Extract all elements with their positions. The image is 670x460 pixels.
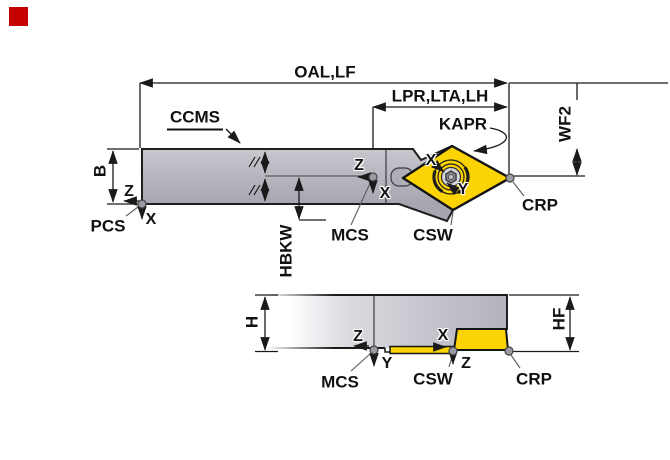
- label-kapr: KAPR: [438, 114, 488, 134]
- red-square-marker: [9, 7, 28, 26]
- wf2-dimension: [514, 83, 585, 177]
- clamp-screw: [432, 158, 470, 196]
- mcs-bottom-axis-z: Z: [353, 328, 363, 345]
- dim-label-wf2: WF2: [555, 106, 575, 142]
- dim-label-hbkw: HBKW: [276, 224, 296, 278]
- csw-axis-z: Z: [461, 355, 471, 372]
- insert-side-block: [452, 328, 510, 351]
- pcs-axis-x: X: [145, 211, 157, 228]
- mcs-bottom-axis-y: Y: [381, 355, 393, 372]
- lpr-dimension: [372, 102, 508, 148]
- insert-axis-x: X: [425, 152, 437, 169]
- label-pcs: PCS: [90, 216, 126, 236]
- label-crp-bottom: CRP: [516, 369, 552, 389]
- mcs-top-axis-z: Z: [354, 157, 364, 174]
- label-csw-bottom: CSW: [413, 369, 453, 389]
- csw-marker-bottom: [433, 342, 458, 368]
- mcs-top-axis-x: X: [379, 185, 391, 202]
- insert-axis-y: Y: [457, 181, 469, 198]
- ccms-text: CCMS: [166, 107, 224, 131]
- label-mcs-bottom: MCS: [321, 372, 359, 392]
- label-ccms: CCMS: [166, 107, 224, 131]
- hf-dimension: [509, 294, 579, 353]
- dim-label-lpr: LPR,LTA,LH: [391, 86, 489, 106]
- label-mcs-top: MCS: [331, 225, 369, 245]
- insert-axis-pointers: [431, 160, 460, 195]
- label-csw-top: CSW: [413, 225, 453, 245]
- b-dimension: [107, 148, 139, 205]
- csw-leader-top: [450, 211, 454, 226]
- csw-axis-x: X: [437, 327, 449, 344]
- dim-label-h: H: [242, 315, 262, 329]
- mcs-marker-top: [350, 172, 378, 226]
- mcs-marker-bottom: [350, 341, 379, 372]
- oal-dimension: [139, 78, 668, 174]
- hbkw-dimension: [294, 177, 326, 221]
- pcs-marker: [123, 196, 147, 220]
- kapr-leader: [473, 127, 508, 155]
- crp-marker-top: [505, 173, 525, 197]
- ccms-leader: [225, 128, 241, 144]
- crp-marker-bottom: [504, 346, 521, 369]
- h-dimension: [255, 294, 278, 353]
- label-crp-top: CRP: [522, 195, 558, 215]
- dim-label-hf: HF: [549, 307, 569, 331]
- dim-label-b: B: [90, 164, 110, 178]
- pcs-axis-z: Z: [124, 183, 134, 200]
- equal-half-dims: [248, 151, 270, 202]
- dim-label-oal: OAL,LF: [294, 62, 356, 82]
